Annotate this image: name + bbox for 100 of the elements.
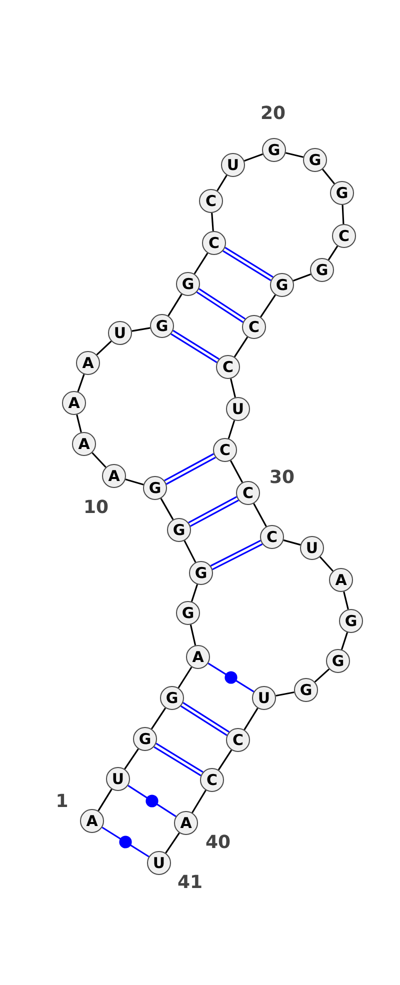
base-letter: G — [344, 614, 358, 628]
base-letter: C — [206, 772, 218, 788]
nucleotide-circle — [202, 231, 226, 255]
nucleotide-circle — [270, 273, 294, 297]
base-letter: U — [152, 856, 166, 870]
base-pair-line — [153, 742, 204, 776]
backbone-line — [228, 420, 236, 439]
base-letter: C — [205, 194, 216, 208]
backbone-line — [76, 414, 82, 433]
backbone-line — [285, 152, 304, 158]
base-letter: G — [316, 262, 328, 278]
backbone-line — [292, 273, 312, 282]
base-letter: U — [306, 540, 318, 556]
backbone-line — [328, 246, 338, 260]
position-number: 41 — [177, 874, 203, 892]
nucleotide-circle — [167, 518, 191, 542]
nucleotide-circle — [326, 649, 350, 673]
nucleotide-circle — [332, 224, 356, 248]
backbone-line — [190, 584, 198, 602]
backbone-line — [314, 668, 330, 683]
position-number: 30 — [269, 469, 295, 487]
base-letter: G — [156, 318, 168, 334]
backbone-line — [260, 294, 276, 318]
backbone-line — [211, 212, 214, 232]
base-letter: A — [335, 572, 347, 588]
nucleotide-circle — [329, 568, 353, 592]
base-pair-line — [170, 330, 220, 364]
position-number: 40 — [205, 834, 231, 852]
base-pair-line — [210, 540, 264, 570]
backbone-line — [160, 498, 174, 520]
backbone-line — [92, 452, 106, 468]
nucleotide-circle — [186, 645, 210, 669]
base-letter: G — [166, 690, 178, 706]
backbone-line — [77, 374, 85, 392]
backbone-line — [125, 478, 144, 486]
base-pair-line — [101, 826, 150, 858]
base-letter: A — [68, 396, 80, 410]
base-letter: U — [258, 690, 270, 706]
nucleotide-circle — [252, 686, 276, 710]
nucleotide-circle — [106, 767, 130, 791]
position-number: 10 — [83, 499, 109, 517]
nucleotide-circle — [150, 314, 174, 338]
base-letter: U — [114, 326, 126, 340]
nucleotide-circle — [108, 321, 132, 345]
backbone-line — [283, 539, 301, 546]
nucleotide-circle — [189, 561, 213, 585]
nucleotide-circle — [143, 476, 167, 500]
backbone-line — [168, 294, 182, 316]
backbone-line — [244, 153, 263, 162]
nucleotide-circle — [260, 525, 284, 549]
base-pair-line — [180, 702, 230, 736]
base-letter: A — [86, 814, 98, 828]
nucleotide-circle — [133, 727, 157, 751]
backbone-line — [322, 168, 336, 184]
backbone-line — [150, 708, 166, 730]
nucleotide-circle — [221, 153, 245, 177]
backbone-line — [319, 556, 334, 572]
base-letter: C — [248, 320, 260, 334]
nucleotide-circle — [226, 728, 250, 752]
position-number: 1 — [56, 793, 68, 811]
base-letter: U — [112, 772, 124, 786]
backbone-line — [98, 788, 112, 812]
base-letter: G — [148, 480, 162, 496]
base-letter: G — [276, 278, 288, 292]
backbone-line — [190, 624, 196, 646]
base-letter: A — [192, 650, 204, 664]
nucleotide-circle — [200, 768, 224, 792]
position-number: 20 — [260, 105, 286, 123]
backbone-line — [234, 336, 248, 358]
base-letter: C — [232, 732, 244, 748]
base-pair-line — [207, 662, 255, 692]
base-pair-line — [164, 453, 216, 485]
nucleotide-circle — [303, 148, 327, 172]
base-letter: C — [208, 236, 220, 250]
base-letter: G — [308, 152, 322, 168]
base-letter: A — [180, 816, 192, 830]
nucleotide-circle — [330, 181, 354, 205]
base-letter: U — [232, 402, 244, 416]
base-letter: G — [268, 142, 280, 158]
base-letter: A — [78, 436, 90, 452]
nucleotide-circle — [160, 686, 184, 710]
backbone-line — [165, 832, 180, 854]
backbone-line — [178, 666, 192, 688]
base-letter: G — [194, 566, 208, 580]
backbone-line — [124, 748, 139, 770]
base-letter: G — [172, 522, 186, 538]
base-letter: U — [226, 158, 240, 172]
backbone-line — [194, 252, 208, 274]
backbone-line — [230, 378, 236, 398]
nucleotide-circle — [199, 189, 223, 213]
backbone-line — [230, 460, 244, 483]
nucleotide-circle — [242, 315, 266, 339]
nucleotide-circle — [76, 351, 100, 375]
backbone-line — [343, 591, 349, 610]
base-letter: G — [332, 654, 344, 668]
base-letter: A — [108, 468, 120, 484]
nucleotide-circle — [176, 272, 200, 296]
base-pair-line — [188, 496, 240, 527]
backbone-line — [96, 340, 112, 356]
base-pair-line — [127, 784, 177, 818]
